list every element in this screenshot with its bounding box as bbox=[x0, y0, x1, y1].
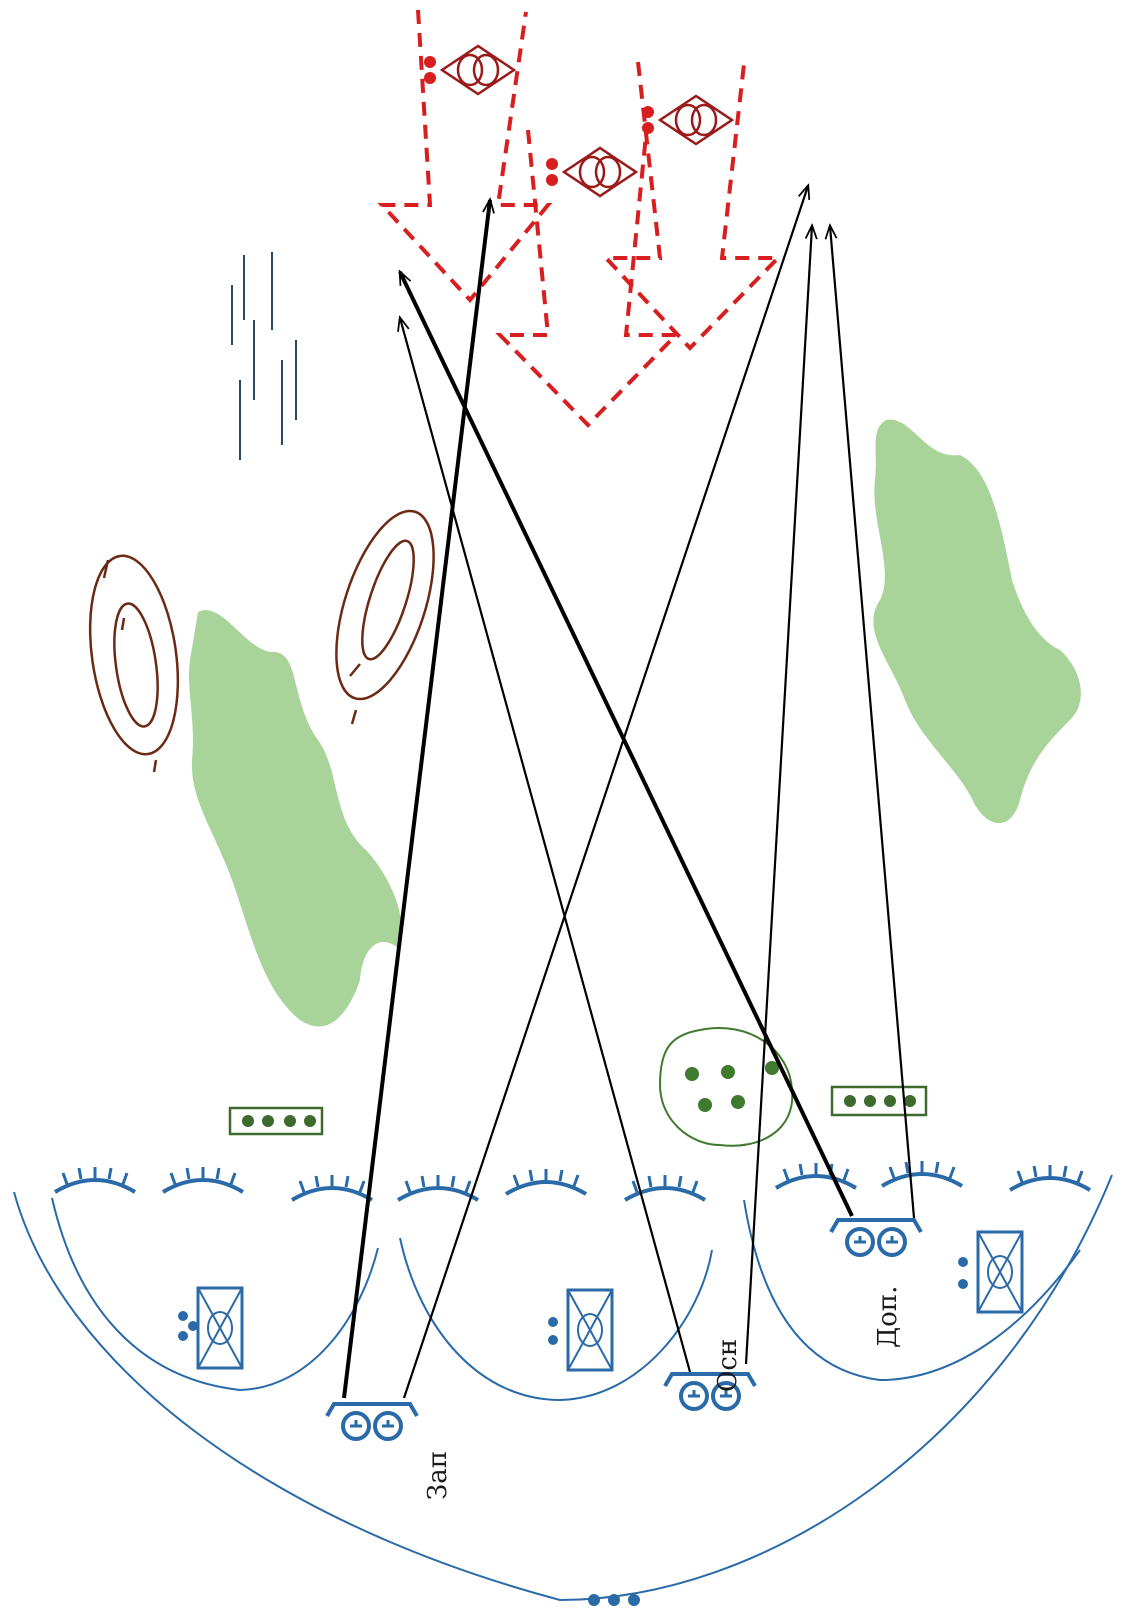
label-reserve: Зап bbox=[423, 1451, 453, 1500]
reserve-box-right bbox=[830, 1085, 928, 1117]
trench-lines bbox=[53, 1159, 1092, 1202]
hill-rings bbox=[88, 509, 435, 773]
firing-position-icon bbox=[829, 1218, 923, 1257]
firing-positions bbox=[325, 1218, 923, 1441]
friendly-unit-icon bbox=[196, 1286, 244, 1370]
friendly-unit-icon bbox=[976, 1230, 1024, 1314]
forest-right bbox=[873, 419, 1081, 824]
reserve-box-left bbox=[228, 1106, 324, 1136]
enemy-unit-icon bbox=[422, 44, 516, 96]
rain-marks bbox=[231, 252, 297, 460]
enemy-formation bbox=[377, 9, 783, 428]
friendly-unit-icon bbox=[566, 1288, 614, 1372]
enemy-unit-icon bbox=[544, 146, 638, 198]
firing-position-icon bbox=[325, 1402, 419, 1441]
friendly-units bbox=[178, 1230, 1024, 1372]
forest-unit-group bbox=[658, 1027, 794, 1147]
forest-left bbox=[189, 610, 402, 1027]
label-additional: Доп. bbox=[873, 1286, 903, 1348]
label-main: Осн bbox=[713, 1339, 743, 1392]
enemy-unit-icon bbox=[640, 94, 734, 146]
rear-unit-dots bbox=[588, 1594, 640, 1606]
enemy-unit-symbols bbox=[422, 44, 734, 198]
area-boundaries bbox=[13, 1174, 1113, 1602]
fire-arrows bbox=[342, 186, 916, 1399]
